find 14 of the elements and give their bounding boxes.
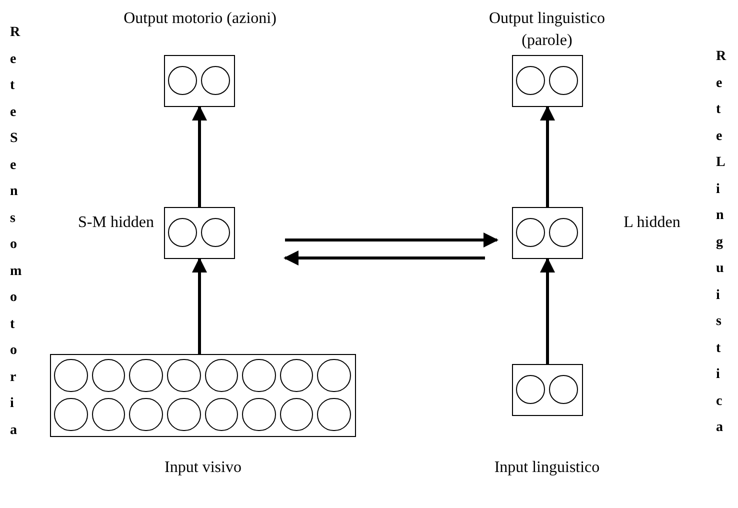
arrow bbox=[540, 258, 555, 364]
layer-label: Input visivo bbox=[164, 458, 242, 478]
network-label: Rete Sensomotoria bbox=[9, 24, 30, 440]
layer-label: S-M hidden bbox=[77, 213, 155, 233]
layer-label: Output linguistico (parole) bbox=[488, 9, 606, 51]
arrow bbox=[192, 106, 207, 207]
layer-label: L hidden bbox=[622, 213, 682, 233]
arrow bbox=[192, 258, 207, 354]
network-label: Rete Linguistica bbox=[715, 48, 734, 437]
layer-label: Input linguistico bbox=[493, 458, 601, 478]
layer-label: Output motorio (azioni) bbox=[122, 9, 278, 29]
arrow bbox=[285, 232, 498, 248]
arrow bbox=[284, 250, 485, 266]
arrow bbox=[540, 106, 555, 207]
